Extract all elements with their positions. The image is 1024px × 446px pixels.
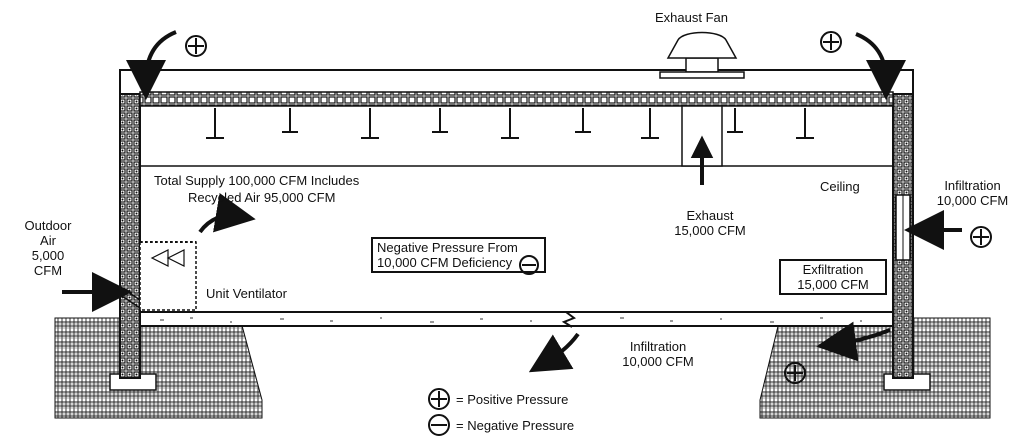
outdoor-air-label: Outdoor Air 5,000 CFM [20, 218, 76, 278]
positive-pressure-icon [185, 35, 207, 57]
exhaust-arrow [690, 135, 714, 185]
floor-slab [139, 311, 897, 327]
positive-pressure-icon [820, 31, 842, 53]
infiltration-right-line-2: 10,000 CFM [936, 193, 1009, 208]
total-supply-label: Total Supply 100,000 CFM Includes [154, 173, 360, 188]
exhaust-label: Exhaust 15,000 CFM [660, 208, 760, 238]
negative-pressure-line-1: Negative Pressure From [377, 240, 518, 255]
outdoor-air-line-4: CFM [33, 263, 63, 278]
exfiltration-line-2: 15,000 CFM [797, 277, 869, 292]
roof-left-arrow [126, 30, 177, 100]
legend-positive-icon [428, 388, 450, 410]
positive-pressure-icon [784, 362, 806, 384]
legend-negative-icon [428, 414, 450, 436]
roof-right-arrow [855, 32, 906, 100]
ceiling-label: Ceiling [820, 179, 860, 194]
legend-positive-label: = Positive Pressure [456, 392, 569, 407]
exfiltration-line-1: Exfiltration [802, 262, 864, 277]
exhaust-line-2: 15,000 CFM [674, 223, 746, 238]
exhaust-line-1: Exhaust [686, 208, 734, 223]
infiltration-right-line-1: Infiltration [944, 178, 1001, 193]
negative-pressure-line-2: 10,000 CFM Deficiency [377, 255, 513, 270]
exfiltration-box: Exfiltration 15,000 CFM [779, 259, 887, 295]
unit-ventilator-label: Unit Ventilator [206, 286, 287, 301]
negative-pressure-icon [518, 255, 539, 275]
supply-air-arrow [198, 192, 256, 234]
positive-pressure-icon [970, 226, 992, 248]
exhaust-fan-icon [659, 31, 745, 79]
legend-negative-label: = Negative Pressure [456, 418, 575, 433]
roof [119, 69, 914, 107]
exhaust-fan-label: Exhaust Fan [655, 10, 728, 25]
outdoor-air-line-3: 5,000 [31, 248, 65, 263]
slab-crack [561, 311, 577, 328]
exfiltration-arrow [816, 321, 891, 362]
recycled-air-label: Recycled Air 95,000 CFM [188, 190, 336, 205]
infiltration-floor-label: Infiltration 10,000 CFM [608, 339, 708, 369]
ground-left [54, 317, 263, 419]
infiltration-right-label: Infiltration 10,000 CFM [925, 178, 1020, 208]
floor-infiltration-arrow [528, 332, 580, 373]
infiltration-floor-line-1: Infiltration [629, 339, 687, 354]
infiltration-floor-line-2: 10,000 CFM [622, 354, 694, 369]
negative-pressure-box: Negative Pressure From 10,000 CFM Defici… [371, 237, 546, 275]
outdoor-air-line-2: Air [40, 233, 56, 248]
ceiling-supports [206, 108, 814, 139]
outdoor-air-line-1: Outdoor [24, 218, 72, 233]
wall-left [119, 69, 141, 379]
